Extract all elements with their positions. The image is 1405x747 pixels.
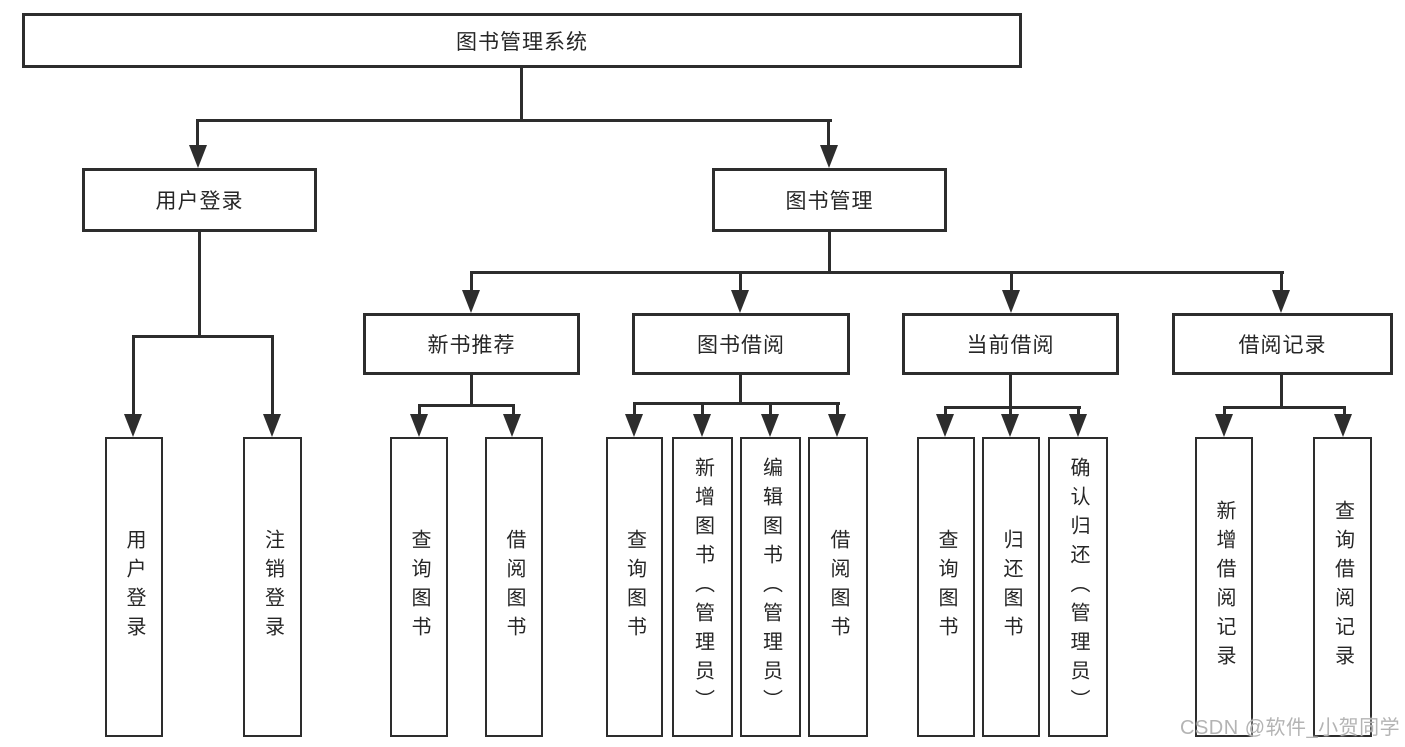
connector-line bbox=[827, 119, 830, 147]
leaf-logout: 注销登录 bbox=[243, 437, 302, 737]
connector-line bbox=[1010, 271, 1013, 293]
leaf-return-books: 归还图书 bbox=[982, 437, 1040, 737]
connector-line bbox=[1223, 406, 1226, 417]
node-new-book-recommend: 新书推荐 bbox=[363, 313, 580, 375]
node-root: 图书管理系统 bbox=[22, 13, 1022, 68]
connector-line bbox=[633, 402, 840, 405]
leaf-recommend-borrow-books: 借阅图书 bbox=[485, 437, 543, 737]
connector-line bbox=[1280, 271, 1283, 293]
arrow-down-icon bbox=[410, 414, 428, 437]
leaf-edit-books-admin: 编辑图书（管理员） bbox=[740, 437, 801, 737]
node-current-borrow: 当前借阅 bbox=[902, 313, 1119, 375]
connector-line bbox=[132, 335, 135, 417]
csdn-watermark: CSDN @软件_小贺同学 bbox=[1180, 717, 1401, 739]
connector-line bbox=[633, 402, 636, 417]
leaf-add-books-admin: 新增图书（管理员） bbox=[672, 437, 733, 737]
node-book-borrow: 图书借阅 bbox=[632, 313, 850, 375]
connector-line bbox=[701, 402, 704, 417]
node-user-login: 用户登录 bbox=[82, 168, 317, 232]
connector-line bbox=[836, 402, 839, 417]
connector-line bbox=[418, 404, 515, 407]
connector-line bbox=[828, 230, 831, 274]
connector-line bbox=[1343, 406, 1346, 417]
connector-line bbox=[512, 404, 515, 417]
arrow-down-icon bbox=[820, 145, 838, 168]
connector-line bbox=[196, 119, 832, 122]
connector-line bbox=[1009, 373, 1012, 409]
arrow-down-icon bbox=[625, 414, 643, 437]
connector-line bbox=[271, 335, 274, 417]
arrow-down-icon bbox=[1002, 290, 1020, 313]
leaf-borrow-query-books: 查询图书 bbox=[606, 437, 663, 737]
connector-line bbox=[198, 230, 201, 337]
connector-line bbox=[1280, 373, 1283, 409]
connector-line bbox=[132, 335, 274, 338]
arrow-down-icon bbox=[693, 414, 711, 437]
node-book-management: 图书管理 bbox=[712, 168, 947, 232]
connector-line bbox=[1223, 406, 1346, 409]
connector-line bbox=[739, 271, 742, 293]
connector-line bbox=[470, 271, 1284, 274]
leaf-add-borrow-record: 新增借阅记录 bbox=[1195, 437, 1253, 737]
arrow-down-icon bbox=[1334, 414, 1352, 437]
leaf-borrow-books: 借阅图书 bbox=[808, 437, 868, 737]
arrow-down-icon bbox=[761, 414, 779, 437]
connector-line bbox=[196, 119, 199, 147]
arrow-down-icon bbox=[731, 290, 749, 313]
arrow-down-icon bbox=[189, 145, 207, 168]
arrow-down-icon bbox=[503, 414, 521, 437]
arrow-down-icon bbox=[936, 414, 954, 437]
arrow-down-icon bbox=[828, 414, 846, 437]
connector-line bbox=[739, 373, 742, 405]
connector-line bbox=[418, 404, 421, 417]
node-borrow-records: 借阅记录 bbox=[1172, 313, 1393, 375]
connector-line bbox=[520, 66, 523, 122]
arrow-down-icon bbox=[462, 290, 480, 313]
connector-line bbox=[944, 406, 947, 417]
arrow-down-icon bbox=[1272, 290, 1290, 313]
connector-line bbox=[944, 406, 1081, 409]
leaf-query-borrow-record: 查询借阅记录 bbox=[1313, 437, 1372, 737]
leaf-user-login: 用户登录 bbox=[105, 437, 163, 737]
arrow-down-icon bbox=[263, 414, 281, 437]
connector-line bbox=[1009, 406, 1012, 417]
connector-line bbox=[470, 271, 473, 293]
connector-line bbox=[470, 373, 473, 407]
arrow-down-icon bbox=[1215, 414, 1233, 437]
arrow-down-icon bbox=[1069, 414, 1087, 437]
arrow-down-icon bbox=[1001, 414, 1019, 437]
leaf-current-query-books: 查询图书 bbox=[917, 437, 975, 737]
connector-line bbox=[769, 402, 772, 417]
leaf-confirm-return-admin: 确认归还（管理员） bbox=[1048, 437, 1108, 737]
connector-line bbox=[1077, 406, 1080, 417]
arrow-down-icon bbox=[124, 414, 142, 437]
leaf-recommend-query-books: 查询图书 bbox=[390, 437, 448, 737]
